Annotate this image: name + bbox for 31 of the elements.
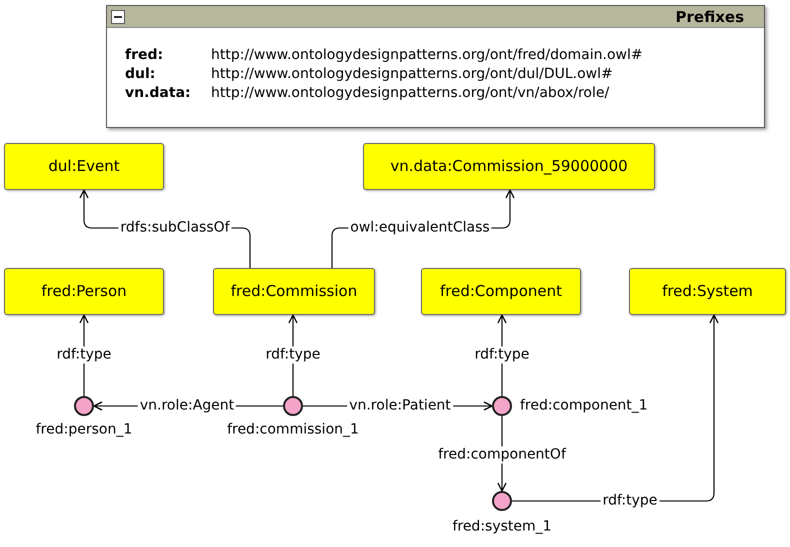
edge-label: owl:equivalentClass xyxy=(348,220,492,236)
class-name: fred:Commission xyxy=(230,281,358,302)
class-name: vn.data:Commission_59000000 xyxy=(390,156,628,178)
namespace-url: http://www.ontologydesignpatterns.org/ont/vn/abox/role/ xyxy=(211,84,610,103)
namespace-url: http://www.ontologydesignpatterns.org/ont/fred/domain.owl# xyxy=(211,46,643,65)
edge-label: rdf:type xyxy=(472,346,532,364)
edge-label: fred:componentOf xyxy=(436,446,568,464)
class-box xyxy=(629,268,786,315)
edge-label: rdf:type xyxy=(54,346,114,364)
prefix-name: vn.data: xyxy=(125,84,192,103)
prefix-name: fred: xyxy=(125,46,164,65)
prefixes-panel xyxy=(106,5,765,128)
class-box xyxy=(421,268,581,315)
edge-label: vn.role:Agent xyxy=(138,398,236,414)
class-name: fred:Component xyxy=(440,281,562,302)
class-box xyxy=(4,143,164,190)
instance-label: fred:commission_1 xyxy=(227,422,359,438)
edge-label: rdf:type xyxy=(600,492,660,510)
edge-label: rdf:type xyxy=(264,346,322,364)
class-box xyxy=(4,268,164,315)
prefix-name: dul: xyxy=(125,65,156,84)
panel-title: Prefixes xyxy=(676,8,744,26)
instance-label: fred:person_1 xyxy=(36,422,132,438)
class-name: dul:Event xyxy=(48,156,120,178)
instance-label: fred:component_1 xyxy=(520,398,648,414)
instance-label: fred:system_1 xyxy=(452,518,552,536)
class-box xyxy=(213,268,375,315)
class-name: fred:Person xyxy=(41,281,127,302)
namespace-url: http://www.ontologydesignpatterns.org/ont/dul/DUL.owl# xyxy=(211,65,614,84)
class-box xyxy=(363,143,655,190)
class-name: fred:System xyxy=(662,281,753,302)
